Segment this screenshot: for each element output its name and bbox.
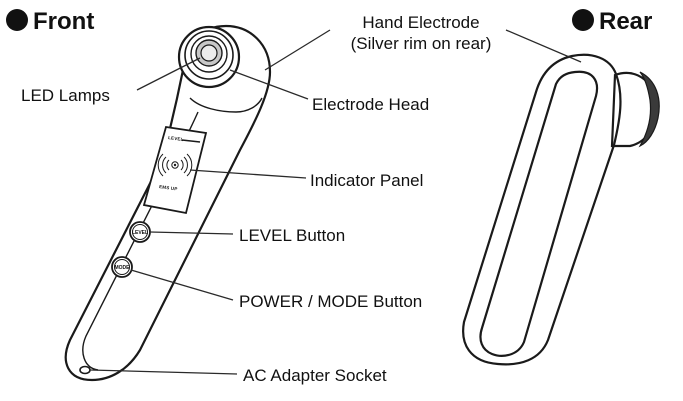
leader-level-button — [149, 231, 234, 235]
level-button-inner — [132, 224, 148, 240]
mode-button: MODE — [111, 256, 133, 278]
label-level-button: LEVEL Button — [239, 226, 345, 245]
front-heading: Front — [6, 8, 94, 35]
electrode-head — [177, 25, 241, 89]
label-ac-adapter-socket: AC Adapter Socket — [243, 366, 387, 385]
ems-wave-icon — [157, 153, 193, 177]
panel-ems-up-text: EMS UP — [159, 184, 178, 192]
label-power-mode-button: POWER / MODE Button — [239, 292, 422, 311]
leader-indicator-panel — [189, 169, 307, 179]
front-heading-text: Front — [33, 8, 94, 35]
leader-hand-electrode-rear — [505, 29, 582, 63]
front-device: LEVEL EMS UP LEVEL MOD — [64, 24, 272, 382]
leader-ac-adapter-socket — [89, 369, 238, 375]
rear-heading-text: Rear — [599, 8, 652, 35]
front-device-inner-edge — [82, 111, 199, 371]
rear-bullet — [572, 9, 594, 31]
electrode-head-ring-3 — [190, 35, 228, 73]
front-bullet — [6, 9, 28, 31]
rear-electrode-head-rim — [638, 71, 660, 148]
rear-device — [462, 53, 660, 366]
panel-level-text: LEVEL — [168, 135, 184, 142]
hand-electrode-rim — [479, 70, 599, 357]
ac-adapter-socket — [79, 365, 91, 375]
label-hand-electrode-line2: (Silver rim on rear) — [351, 34, 492, 53]
level-button: LEVEL — [129, 221, 151, 243]
label-indicator-panel: Indicator Panel — [310, 171, 423, 190]
mode-button-inner — [114, 259, 130, 275]
leader-led-lamps — [136, 57, 201, 91]
led-lamps-center — [200, 44, 218, 62]
electrode-head-ring-2 — [184, 30, 234, 80]
label-led-lamps: LED Lamps — [21, 86, 110, 105]
leader-power-mode-button — [130, 269, 234, 301]
label-hand-electrode-line1: Hand Electrode — [362, 13, 479, 32]
rear-device-body — [462, 53, 622, 366]
leader-hand-electrode-front — [264, 29, 331, 71]
indicator-panel: LEVEL EMS UP — [142, 125, 208, 215]
level-button-label: LEVEL — [132, 230, 148, 236]
label-electrode-head: Electrode Head — [312, 95, 429, 114]
leader-electrode-head — [229, 69, 309, 100]
panel-level-bar — [181, 139, 201, 143]
indicator-panel-frame — [142, 125, 208, 215]
front-device-shoulder-line — [189, 97, 263, 113]
mode-button-label: MODE — [115, 265, 131, 271]
rear-heading: Rear — [572, 8, 652, 35]
